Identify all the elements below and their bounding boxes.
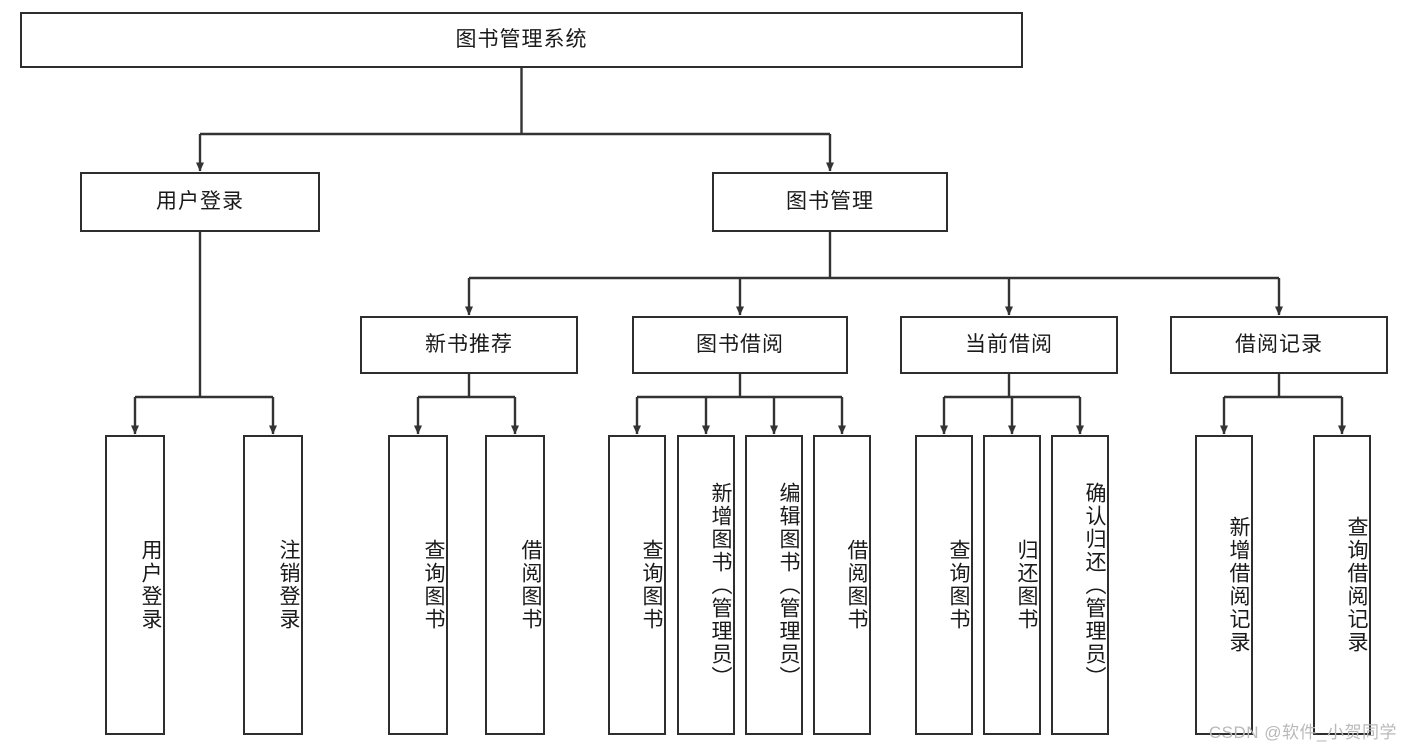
node-new-book-recommend[interactable]: 新书推荐 — [360, 316, 578, 374]
node-leaf-return-book[interactable]: 归还图书 — [983, 435, 1041, 735]
node-leaf-user-login-label: 用户登录 — [139, 539, 162, 631]
node-current-borrow[interactable]: 当前借阅 — [900, 316, 1118, 374]
node-leaf-query-book-2-label: 查询图书 — [640, 539, 663, 631]
node-root-label: 图书管理系统 — [455, 28, 588, 52]
node-leaf-add-book[interactable]: 新增图书（管理员） — [677, 435, 735, 735]
node-leaf-return-book-label: 归还图书 — [1015, 539, 1038, 631]
node-book-manage[interactable]: 图书管理 — [712, 172, 948, 232]
node-book-borrow-label: 图书借阅 — [696, 333, 784, 357]
node-current-borrow-label: 当前借阅 — [965, 333, 1053, 357]
node-leaf-borrow-book-1-label: 借阅图书 — [519, 539, 542, 631]
node-leaf-query-book-2[interactable]: 查询图书 — [608, 435, 666, 735]
node-user-login-label: 用户登录 — [156, 190, 244, 214]
node-root[interactable]: 图书管理系统 — [20, 12, 1023, 68]
node-leaf-query-record-label: 查询借阅记录 — [1345, 516, 1368, 654]
node-leaf-confirm-return[interactable]: 确认归还（管理员） — [1051, 435, 1109, 735]
node-leaf-query-record[interactable]: 查询借阅记录 — [1313, 435, 1371, 735]
node-leaf-user-login[interactable]: 用户登录 — [105, 435, 165, 735]
node-book-borrow[interactable]: 图书借阅 — [632, 316, 848, 374]
node-leaf-logout[interactable]: 注销登录 — [243, 435, 303, 735]
node-user-login[interactable]: 用户登录 — [80, 172, 320, 232]
node-borrow-record-label: 借阅记录 — [1235, 333, 1323, 357]
node-leaf-confirm-return-label: 确认归还（管理员） — [1083, 481, 1106, 689]
node-new-book-recommend-label: 新书推荐 — [425, 333, 513, 357]
node-leaf-add-record[interactable]: 新增借阅记录 — [1195, 435, 1253, 735]
node-leaf-query-book-3-label: 查询图书 — [947, 539, 970, 631]
node-leaf-query-book-1-label: 查询图书 — [422, 539, 445, 631]
node-leaf-query-book-1[interactable]: 查询图书 — [388, 435, 448, 735]
watermark-text: CSDN @软件_小贺同学 — [1208, 723, 1397, 742]
node-leaf-borrow-book-2[interactable]: 借阅图书 — [813, 435, 871, 735]
node-borrow-record[interactable]: 借阅记录 — [1170, 316, 1388, 374]
node-leaf-borrow-book-1[interactable]: 借阅图书 — [485, 435, 545, 735]
node-book-manage-label: 图书管理 — [786, 190, 874, 214]
node-leaf-add-record-label: 新增借阅记录 — [1227, 516, 1250, 654]
node-leaf-add-book-label: 新增图书（管理员） — [709, 481, 732, 689]
node-leaf-edit-book-label: 编辑图书（管理员） — [777, 481, 800, 689]
node-leaf-edit-book[interactable]: 编辑图书（管理员） — [745, 435, 803, 735]
node-leaf-logout-label: 注销登录 — [277, 539, 300, 631]
node-leaf-borrow-book-2-label: 借阅图书 — [845, 539, 868, 631]
node-leaf-query-book-3[interactable]: 查询图书 — [915, 435, 973, 735]
